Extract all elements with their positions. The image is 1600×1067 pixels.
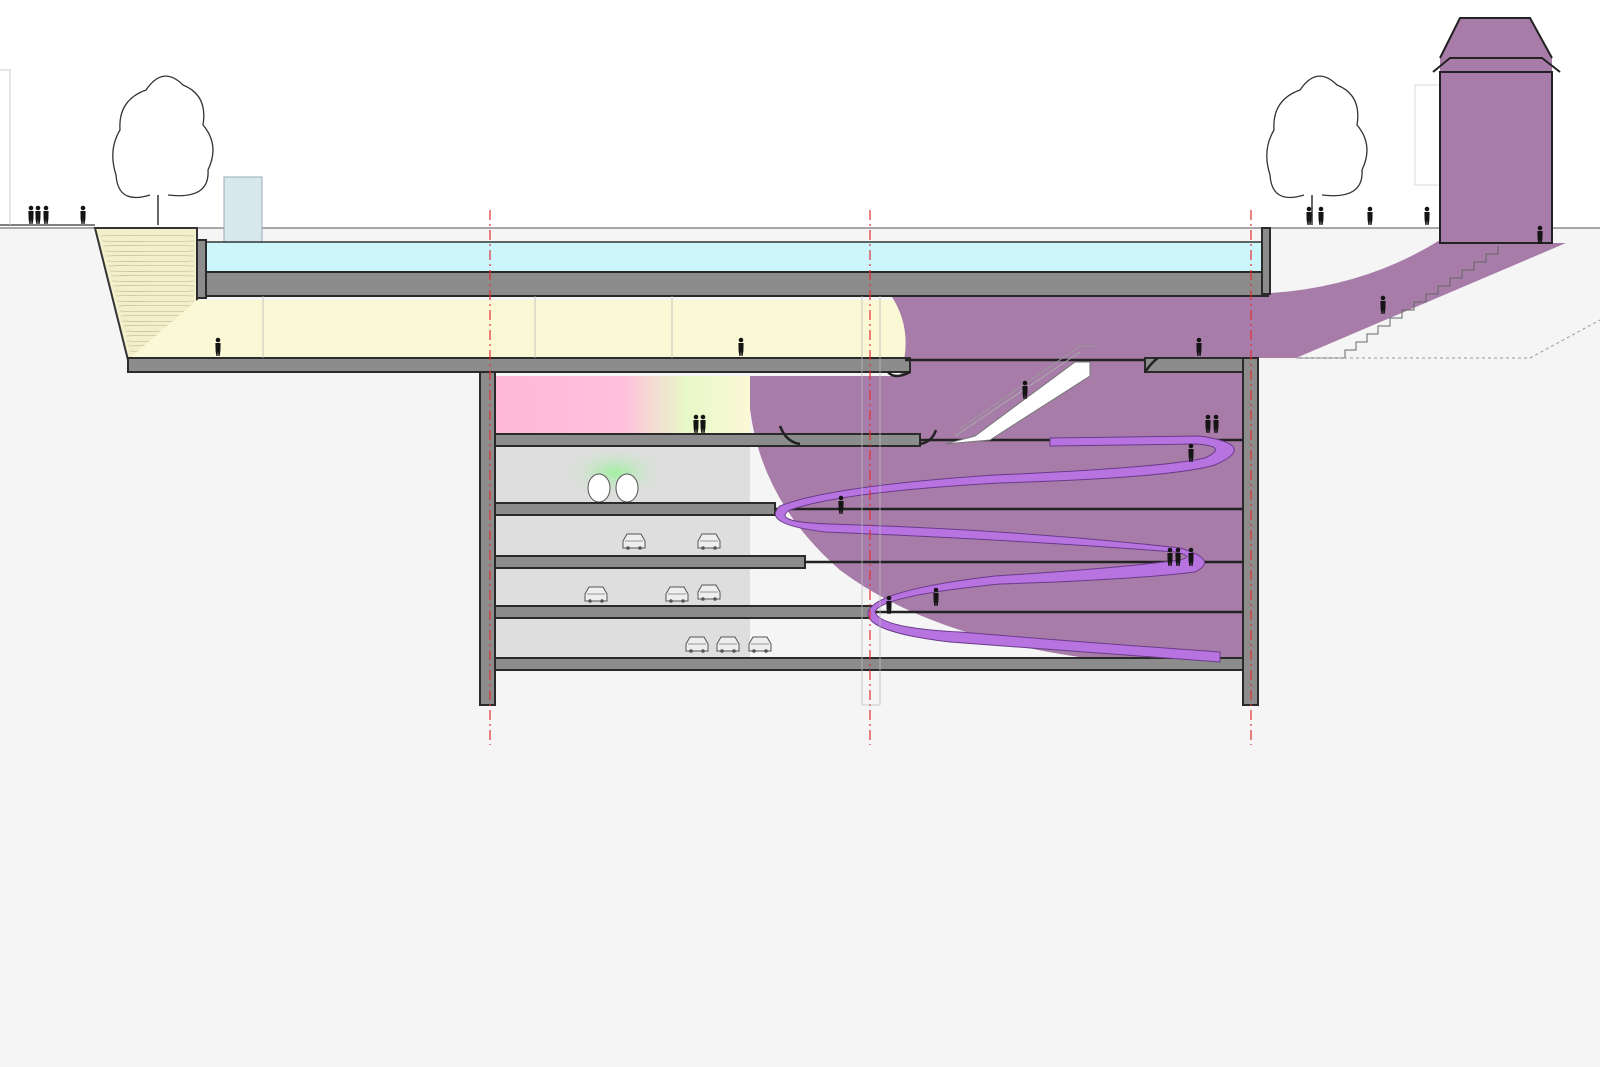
car <box>697 584 721 601</box>
car <box>685 636 709 653</box>
tree-left <box>112 75 214 225</box>
person-figure <box>933 587 939 606</box>
exterior-stair-dotted <box>1296 319 1600 359</box>
right-basin-wall <box>1261 227 1271 295</box>
person-figure <box>700 414 706 433</box>
car <box>716 636 740 653</box>
pink-zone <box>495 376 750 434</box>
background-building-left <box>0 69 11 225</box>
concourse-floor-slab <box>127 357 911 373</box>
slab-level-1 <box>494 433 921 447</box>
person-figure <box>1306 206 1312 225</box>
person-figure <box>28 205 34 224</box>
slab-bottom <box>494 657 1244 671</box>
person-figure <box>1175 547 1181 566</box>
slab-level-4 <box>494 605 876 619</box>
tower-cornice <box>1432 57 1561 73</box>
person-figure <box>1380 295 1386 314</box>
person-figure <box>1188 547 1194 566</box>
people <box>28 205 1543 614</box>
stair-down-right <box>1296 246 1499 359</box>
escalator <box>944 345 1095 445</box>
person-figure <box>1213 414 1219 433</box>
person-figure <box>738 337 744 356</box>
glass-block <box>223 176 263 244</box>
car <box>697 533 721 550</box>
person-figure <box>1318 206 1324 225</box>
person-figure <box>1205 414 1211 433</box>
tower-roof <box>1439 17 1553 59</box>
cars <box>584 533 772 653</box>
roof-slab <box>196 271 1269 297</box>
person-figure <box>35 205 41 224</box>
person-figure <box>693 414 699 433</box>
structural-axes <box>489 210 1252 745</box>
person-figure <box>1188 443 1194 462</box>
person-figure <box>1424 206 1430 225</box>
person-figure <box>1196 337 1202 356</box>
box-wall-left <box>479 371 496 706</box>
person-figure <box>215 337 221 356</box>
person-figure <box>1367 206 1373 225</box>
green-glow <box>560 445 670 500</box>
capsule-left <box>587 473 611 503</box>
person-figure <box>1167 547 1173 566</box>
left-basin-wall <box>196 239 207 299</box>
spiral-ramp <box>774 435 1235 663</box>
car <box>622 533 646 550</box>
structural-grid-lines <box>262 296 881 706</box>
person-figure <box>80 205 86 224</box>
person-figure <box>886 595 892 614</box>
tower-body <box>1439 71 1553 244</box>
public-space-lower <box>750 376 1250 668</box>
car <box>665 586 689 603</box>
person-figure <box>1537 225 1543 244</box>
water-basin <box>205 241 1269 273</box>
person-figure <box>838 495 844 514</box>
slab-level-2 <box>494 502 776 516</box>
car <box>748 636 772 653</box>
person-figure <box>43 205 49 224</box>
concourse-floor-slab-right <box>1144 357 1251 373</box>
capsule-right <box>615 473 639 503</box>
car <box>584 586 608 603</box>
upper-concourse <box>130 300 909 358</box>
slab-level-3 <box>494 555 806 569</box>
person-figure <box>1022 380 1028 399</box>
tree-right <box>1266 75 1368 225</box>
